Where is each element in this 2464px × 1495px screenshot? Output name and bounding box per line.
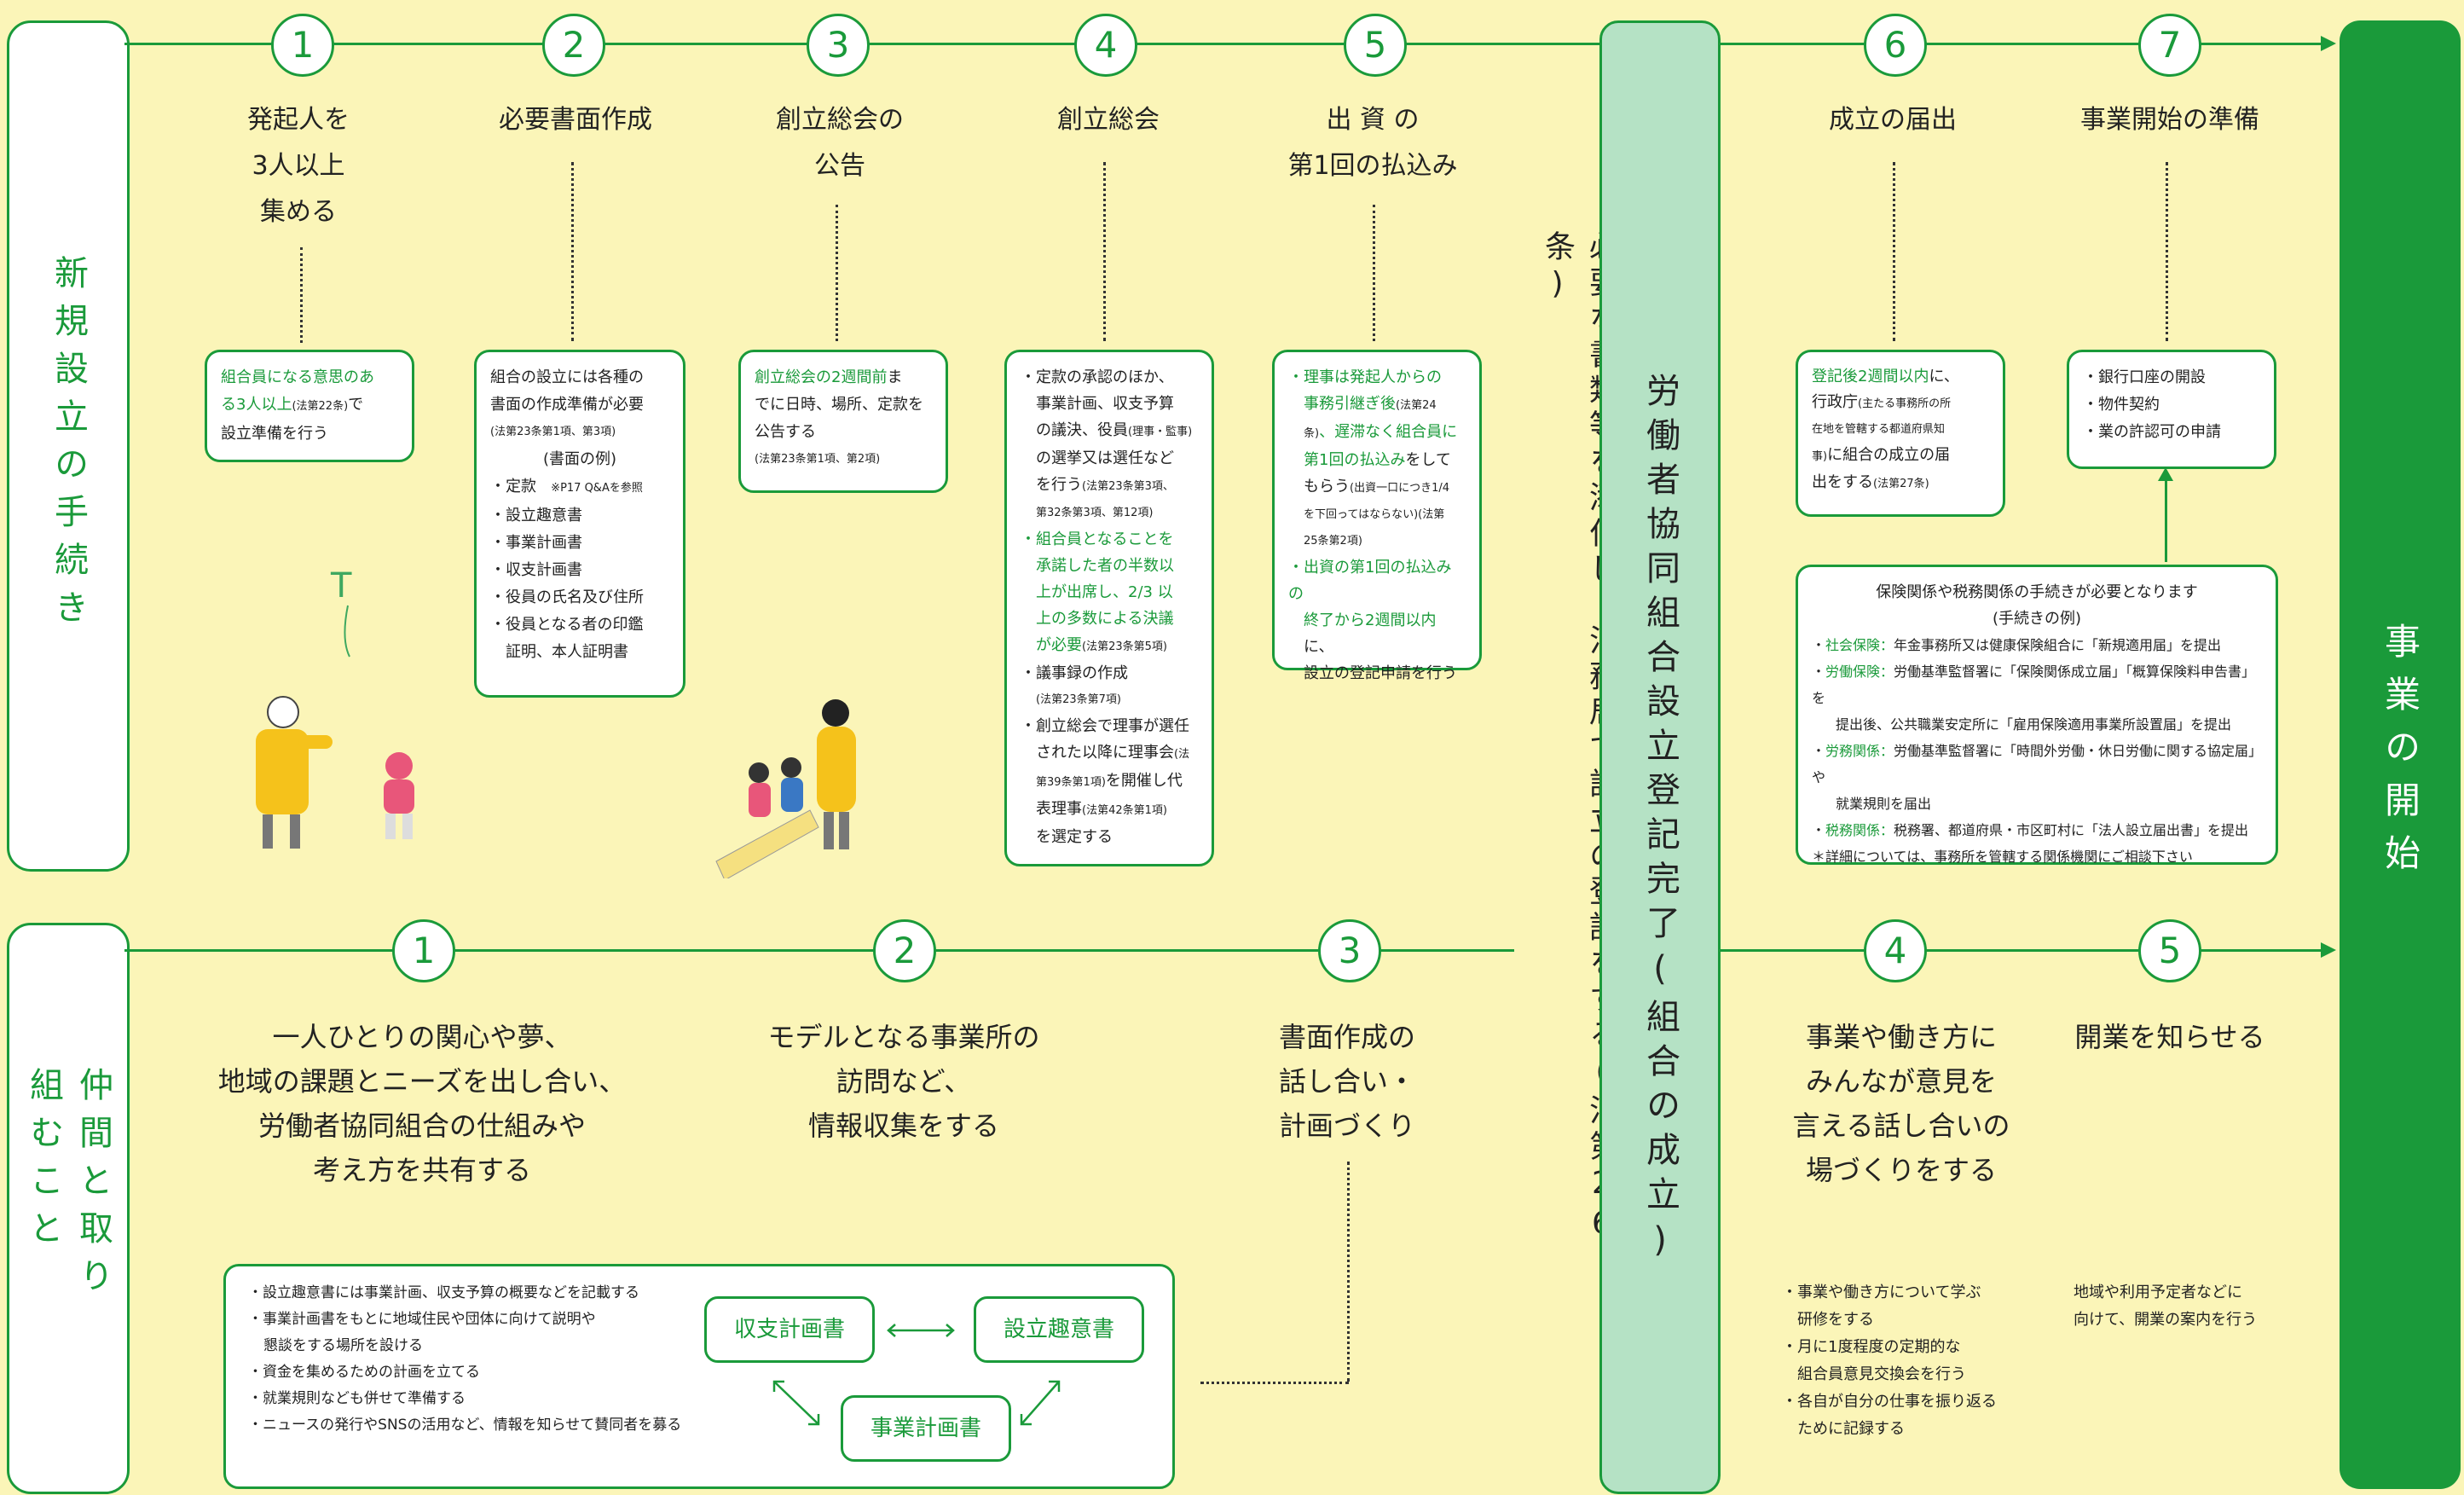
step-number: 4 (1864, 919, 1927, 982)
side-label-text: 新規設立の手続き (49, 255, 88, 637)
side-label-together: 仲間と取り組むこと (7, 923, 130, 1494)
step-title: 必要書面作成 (499, 105, 652, 135)
side-label-new-setup: 新規設立の手続き (7, 20, 130, 872)
side-label-text: 仲間と取り組むこと (24, 1067, 113, 1306)
info-box-step6: 登記後2週間以内に、 行政庁(主たる事務所の所 在地を管轄する都道府県知 事)に… (1796, 350, 2005, 517)
step-number: 7 (2138, 14, 2201, 77)
step-title: 創立総会の公告 (776, 105, 904, 181)
step-number: 2 (873, 919, 936, 982)
step-number: 1 (271, 14, 334, 77)
step-number: 5 (2138, 919, 2201, 982)
info-box-step5: ・理事は発起人からの 事務引継ぎ後(法第24 条)、遅滞なく組合員に 第1回の払… (1272, 350, 1482, 682)
step-title: 事業開始の準備 (2080, 105, 2259, 135)
bottom-notes-step4: 事業や働き方について学ぶ 研修をする 月に1度程度の定期的な 組合員意見交換会を… (1782, 1279, 2029, 1443)
bottom-timeline-right (1715, 949, 2329, 952)
dotted-connector (836, 205, 838, 341)
step-number: 6 (1864, 14, 1927, 77)
step-number: 4 (1074, 14, 1137, 77)
dotted-connector (1373, 205, 1375, 341)
business-start-bar: 事業の開始 (2340, 20, 2461, 1489)
dotted-connector (300, 247, 303, 343)
document-pill: 設立趣意書 (974, 1296, 1144, 1363)
document-pill: 収支計画書 (704, 1296, 875, 1363)
dotted-connector (1200, 1382, 1349, 1384)
bottom-notes-step5: 地域や利用予定者などに 向けて、開業の案内を行う (2074, 1283, 2258, 1329)
bottom-timeline (124, 949, 1514, 952)
bottom-step-title: 事業や働き方にみんなが意見を 言える話し合いの場づくりをする (1792, 1021, 2010, 1186)
dotted-connector (1347, 1162, 1350, 1382)
step-number: 3 (807, 14, 870, 77)
info-box-step1: 組合員になる意思のあ る3人以上(法第22条)で 設立準備を行う (205, 350, 414, 462)
arrow-up-connector (2165, 473, 2167, 562)
info-box-step7: 銀行口座の開設 物件契約 業の許認可の申請 (2067, 350, 2276, 469)
arrow-up-head (2158, 467, 2173, 481)
cycle-arrows (772, 1324, 1061, 1426)
step-title: 創立総会 (1057, 105, 1160, 135)
band-text: 労働者協同組合設立登記完了(組合の成立) (1640, 373, 1680, 1270)
step-number: 3 (1318, 919, 1381, 982)
info-box-step4: ・定款の承認のほか、 事業計画、収支予算 の議決、役員(理事・監事) の選挙又は… (1004, 350, 1214, 866)
info-box-step3: 創立総会の2週間前ま でに日時、場所、定款を 公告する (法第23条第1項、第2… (738, 350, 948, 493)
step-title: 出 資 の第1回の払込み (1287, 105, 1458, 181)
bottom-step-title: 一人ひとりの関心や夢、地域の課題とニーズを出し合い、 労働者協同組合の仕組みや考… (217, 1021, 627, 1186)
end-bar-text: 事業の開始 (2379, 623, 2421, 887)
step-number: 2 (542, 14, 605, 77)
arrow-head-top (2321, 36, 2336, 51)
svg-text:T: T (330, 566, 352, 606)
insurance-box: 保険関係や税務関係の手続きが必要となります (手続きの例) ・社会保険：年金事務… (1796, 565, 2278, 865)
info-box-step2: 組合の設立には各種の 書面の作成準備が必要 (法第23条第1項、第3項) (書面… (474, 350, 685, 698)
dotted-connector (1103, 162, 1106, 341)
illustration-kite-people: T (256, 566, 414, 849)
step-title: 成立の届出 (1829, 105, 1957, 135)
document-pill: 事業計画書 (841, 1395, 1011, 1462)
step-number: 1 (392, 919, 455, 982)
bottom-step-title: 書面作成の話し合い・ 計画づくり (1278, 1021, 1415, 1142)
bottom-step-title: モデルとなる事業所の訪問など、 情報収集をする (767, 1021, 1040, 1142)
top-timeline-right (1715, 43, 2329, 45)
illustration-meeting-people (715, 699, 856, 878)
dotted-connector (1893, 162, 1895, 341)
registration-complete-band: 労働者協同組合設立登記完了(組合の成立) (1599, 20, 1721, 1494)
step-number: 5 (1344, 14, 1407, 77)
bottom-step-title: 開業を知らせる (2074, 1021, 2265, 1053)
arrow-head-bottom (2321, 942, 2336, 958)
dotted-connector (571, 162, 574, 341)
dotted-connector (2166, 162, 2168, 341)
